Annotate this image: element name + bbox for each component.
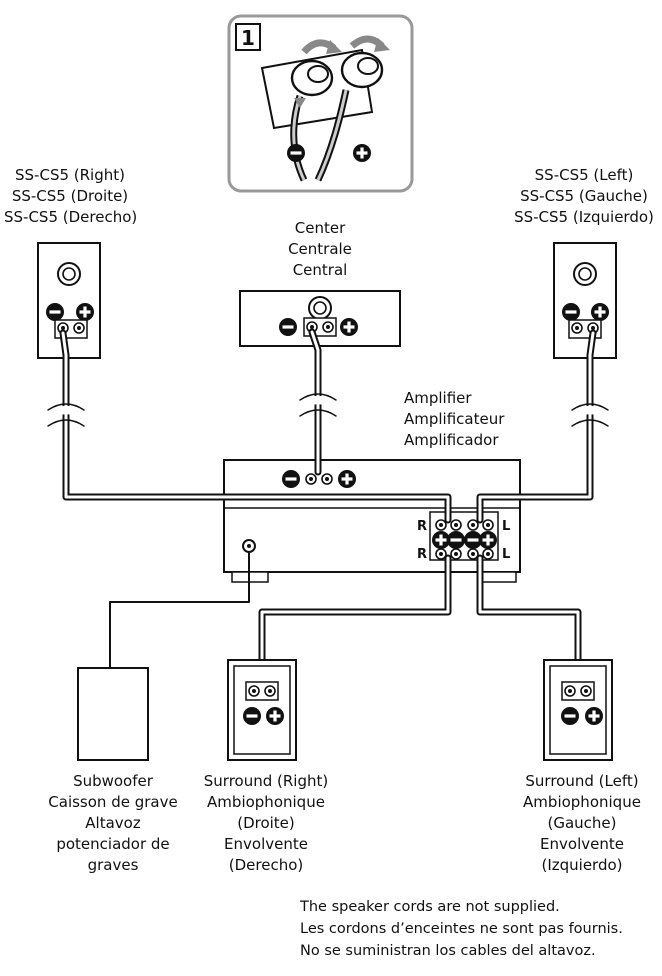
amplifier-label: Amplifier Amplificateur Amplificador [404,388,504,451]
speaker-cables [42,328,614,694]
front-left-speaker [553,242,617,359]
surround-right-speaker [227,659,297,761]
front-right-label-es: SS-CS5 (Derecho) [4,208,138,226]
surround-left-label-line-2: Ambiophonique [523,793,641,811]
amp-terminal-l-lower: L [502,547,510,562]
subwoofer-label-line-5: graves [87,856,139,874]
amp-terminal-r-lower: R [417,547,427,562]
front-left-label-es: SS-CS5 (Izquierdo) [514,208,654,226]
front-left-label-fr: SS-CS5 (Gauche) [520,187,648,205]
surround-right-label: Surround (Right) Ambiophonique (Droite) … [196,771,336,876]
center-label-es: Central [292,261,348,279]
surround-left-speaker [543,659,613,761]
front-left-label-en: SS-CS5 (Left) [534,166,634,184]
front-right-label-en: SS-CS5 (Right) [15,166,125,184]
surround-left-label-line-3: (Gauche) [547,814,617,832]
amplifier-label-en: Amplifier [404,389,472,407]
subwoofer-label-line-2: Caisson de grave [48,793,178,811]
subwoofer-unit [77,667,149,761]
cord-note-es: No se suministran los cables del altavoz… [300,943,596,959]
subwoofer-label-line-4: potenciador de [56,835,170,853]
cord-note-en: The speaker cords are not supplied. [300,899,560,915]
connection-inset: 1 [227,14,414,193]
subwoofer-label-line-3: Altavoz [85,814,141,832]
surround-left-label-line-4: Envolvente [540,835,624,853]
surround-left-label-line-5: (Izquierdo) [541,856,623,874]
subwoofer-label: Subwoofer Caisson de grave Altavoz poten… [40,771,186,876]
surround-left-label: Surround (Left) Ambiophonique (Gauche) E… [512,771,652,876]
surround-right-label-line-2: Ambiophonique [207,793,325,811]
amplifier-label-es: Amplificador [404,431,499,449]
front-left-label: SS-CS5 (Left) SS-CS5 (Gauche) SS-CS5 (Iz… [508,165,660,228]
surround-right-label-line-3: (Droite) [237,814,295,832]
front-right-label-fr: SS-CS5 (Droite) [11,187,129,205]
subwoofer-label-line-1: Subwoofer [73,772,153,790]
amplifier-unit: R L R L [223,459,521,583]
surround-right-label-line-5: (Derecho) [228,856,304,874]
center-label-en: Center [294,219,346,237]
amp-terminal-r-upper: R [417,519,427,534]
cord-note: The speaker cords are not supplied. Les … [300,896,623,962]
cord-note-fr: Les cordons d’enceintes ne sont pas four… [300,921,623,937]
surround-right-label-line-1: Surround (Right) [203,772,329,790]
surround-left-label-line-1: Surround (Left) [525,772,639,790]
center-label: Center Centrale Central [270,218,370,281]
amplifier-label-fr: Amplificateur [404,410,505,428]
center-label-fr: Centrale [288,240,352,258]
surround-right-label-line-4: Envolvente [224,835,308,853]
inset-step-number: 1 [241,26,255,50]
front-right-label: SS-CS5 (Right) SS-CS5 (Droite) SS-CS5 (D… [4,165,138,228]
front-right-speaker [37,242,101,359]
center-speaker [239,290,401,347]
amp-terminal-l-upper: L [502,519,510,534]
